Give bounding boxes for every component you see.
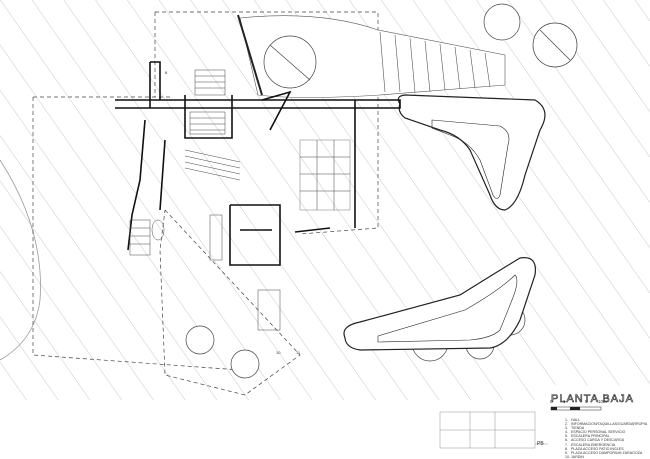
legend-number: 5. xyxy=(565,434,568,439)
legend-text: HALL xyxy=(571,418,580,422)
planter-lower xyxy=(343,257,537,351)
legend-number: 6. xyxy=(565,438,568,443)
street-curve xyxy=(0,159,41,361)
legend-item: 1.HALL xyxy=(565,418,650,422)
scale-bar xyxy=(550,406,602,411)
legend-item: 6.ACCESO CARGA Y DESCARGA xyxy=(565,438,650,442)
legend-number: 3. xyxy=(565,426,568,431)
legend-number: 7. xyxy=(565,442,568,447)
legend-text: ESCALERA EMERGENCIA xyxy=(571,442,616,447)
section-label: PB xyxy=(537,441,544,447)
legend-text: PLAZA ACCESO DAMPORIUM ZARAGOZA xyxy=(571,450,643,455)
legend-text: INFORMACION/TAQUILLAS/GUARDARROPIA xyxy=(571,422,648,427)
legend-item: 2.INFORMACION/TAQUILLAS/GUARDARROPIA xyxy=(565,422,650,426)
legend-item: 3.TIENDA xyxy=(565,426,650,430)
legend-text: ACCESO CARGA Y DESCARGA xyxy=(571,438,625,443)
legend-item: 7.ESCALERA EMERGENCIA xyxy=(565,443,650,447)
drawing-title: PLANTA BAJA xyxy=(551,393,634,406)
legend-item: 8.PLAZA ACCESO PATIO INGLES xyxy=(565,447,650,451)
legend-text: TIENDA xyxy=(571,426,585,431)
planter-upper xyxy=(397,94,546,211)
building-walls xyxy=(115,61,401,266)
legend-text: ESCALERA PRINCIPAL xyxy=(571,434,610,439)
legend-number: 1. xyxy=(565,418,568,422)
legend-number: 10. xyxy=(565,454,570,459)
legend-number: 9. xyxy=(565,450,568,455)
legend-text: PLAZA ACCESO PATIO INGLES xyxy=(571,446,624,451)
plan-label-10: 10 xyxy=(276,350,281,355)
legend-text: JARDIN xyxy=(571,454,584,459)
legend-item: 4.ESPACIO PERSONAL SERVICIO xyxy=(565,430,650,434)
legend-item: 5.ESCALERA PRINCIPAL xyxy=(565,434,650,438)
section-thumbnail xyxy=(439,411,548,449)
scale-tick-5: 5 xyxy=(585,399,588,404)
legend-number: 4. xyxy=(565,430,568,435)
legend-text: ESPACIO PERSONAL SERVICIO xyxy=(571,430,626,435)
stair-details xyxy=(129,69,351,331)
site-boundary xyxy=(32,11,379,396)
scale-tick-1: 1 xyxy=(563,399,566,404)
plan-label-8: 8 xyxy=(165,70,168,75)
scale-tick-10m: 10m xyxy=(598,399,607,404)
legend-number: 8. xyxy=(565,446,568,451)
plan-label-11: 11 xyxy=(296,350,301,355)
legend-number: 2. xyxy=(565,422,568,427)
legend-item: 10.JARDIN xyxy=(565,455,650,459)
legend-item: 9.PLAZA ACCESO DAMPORIUM ZARAGOZA xyxy=(565,451,650,455)
scale-tick-0: 0 xyxy=(550,399,553,404)
